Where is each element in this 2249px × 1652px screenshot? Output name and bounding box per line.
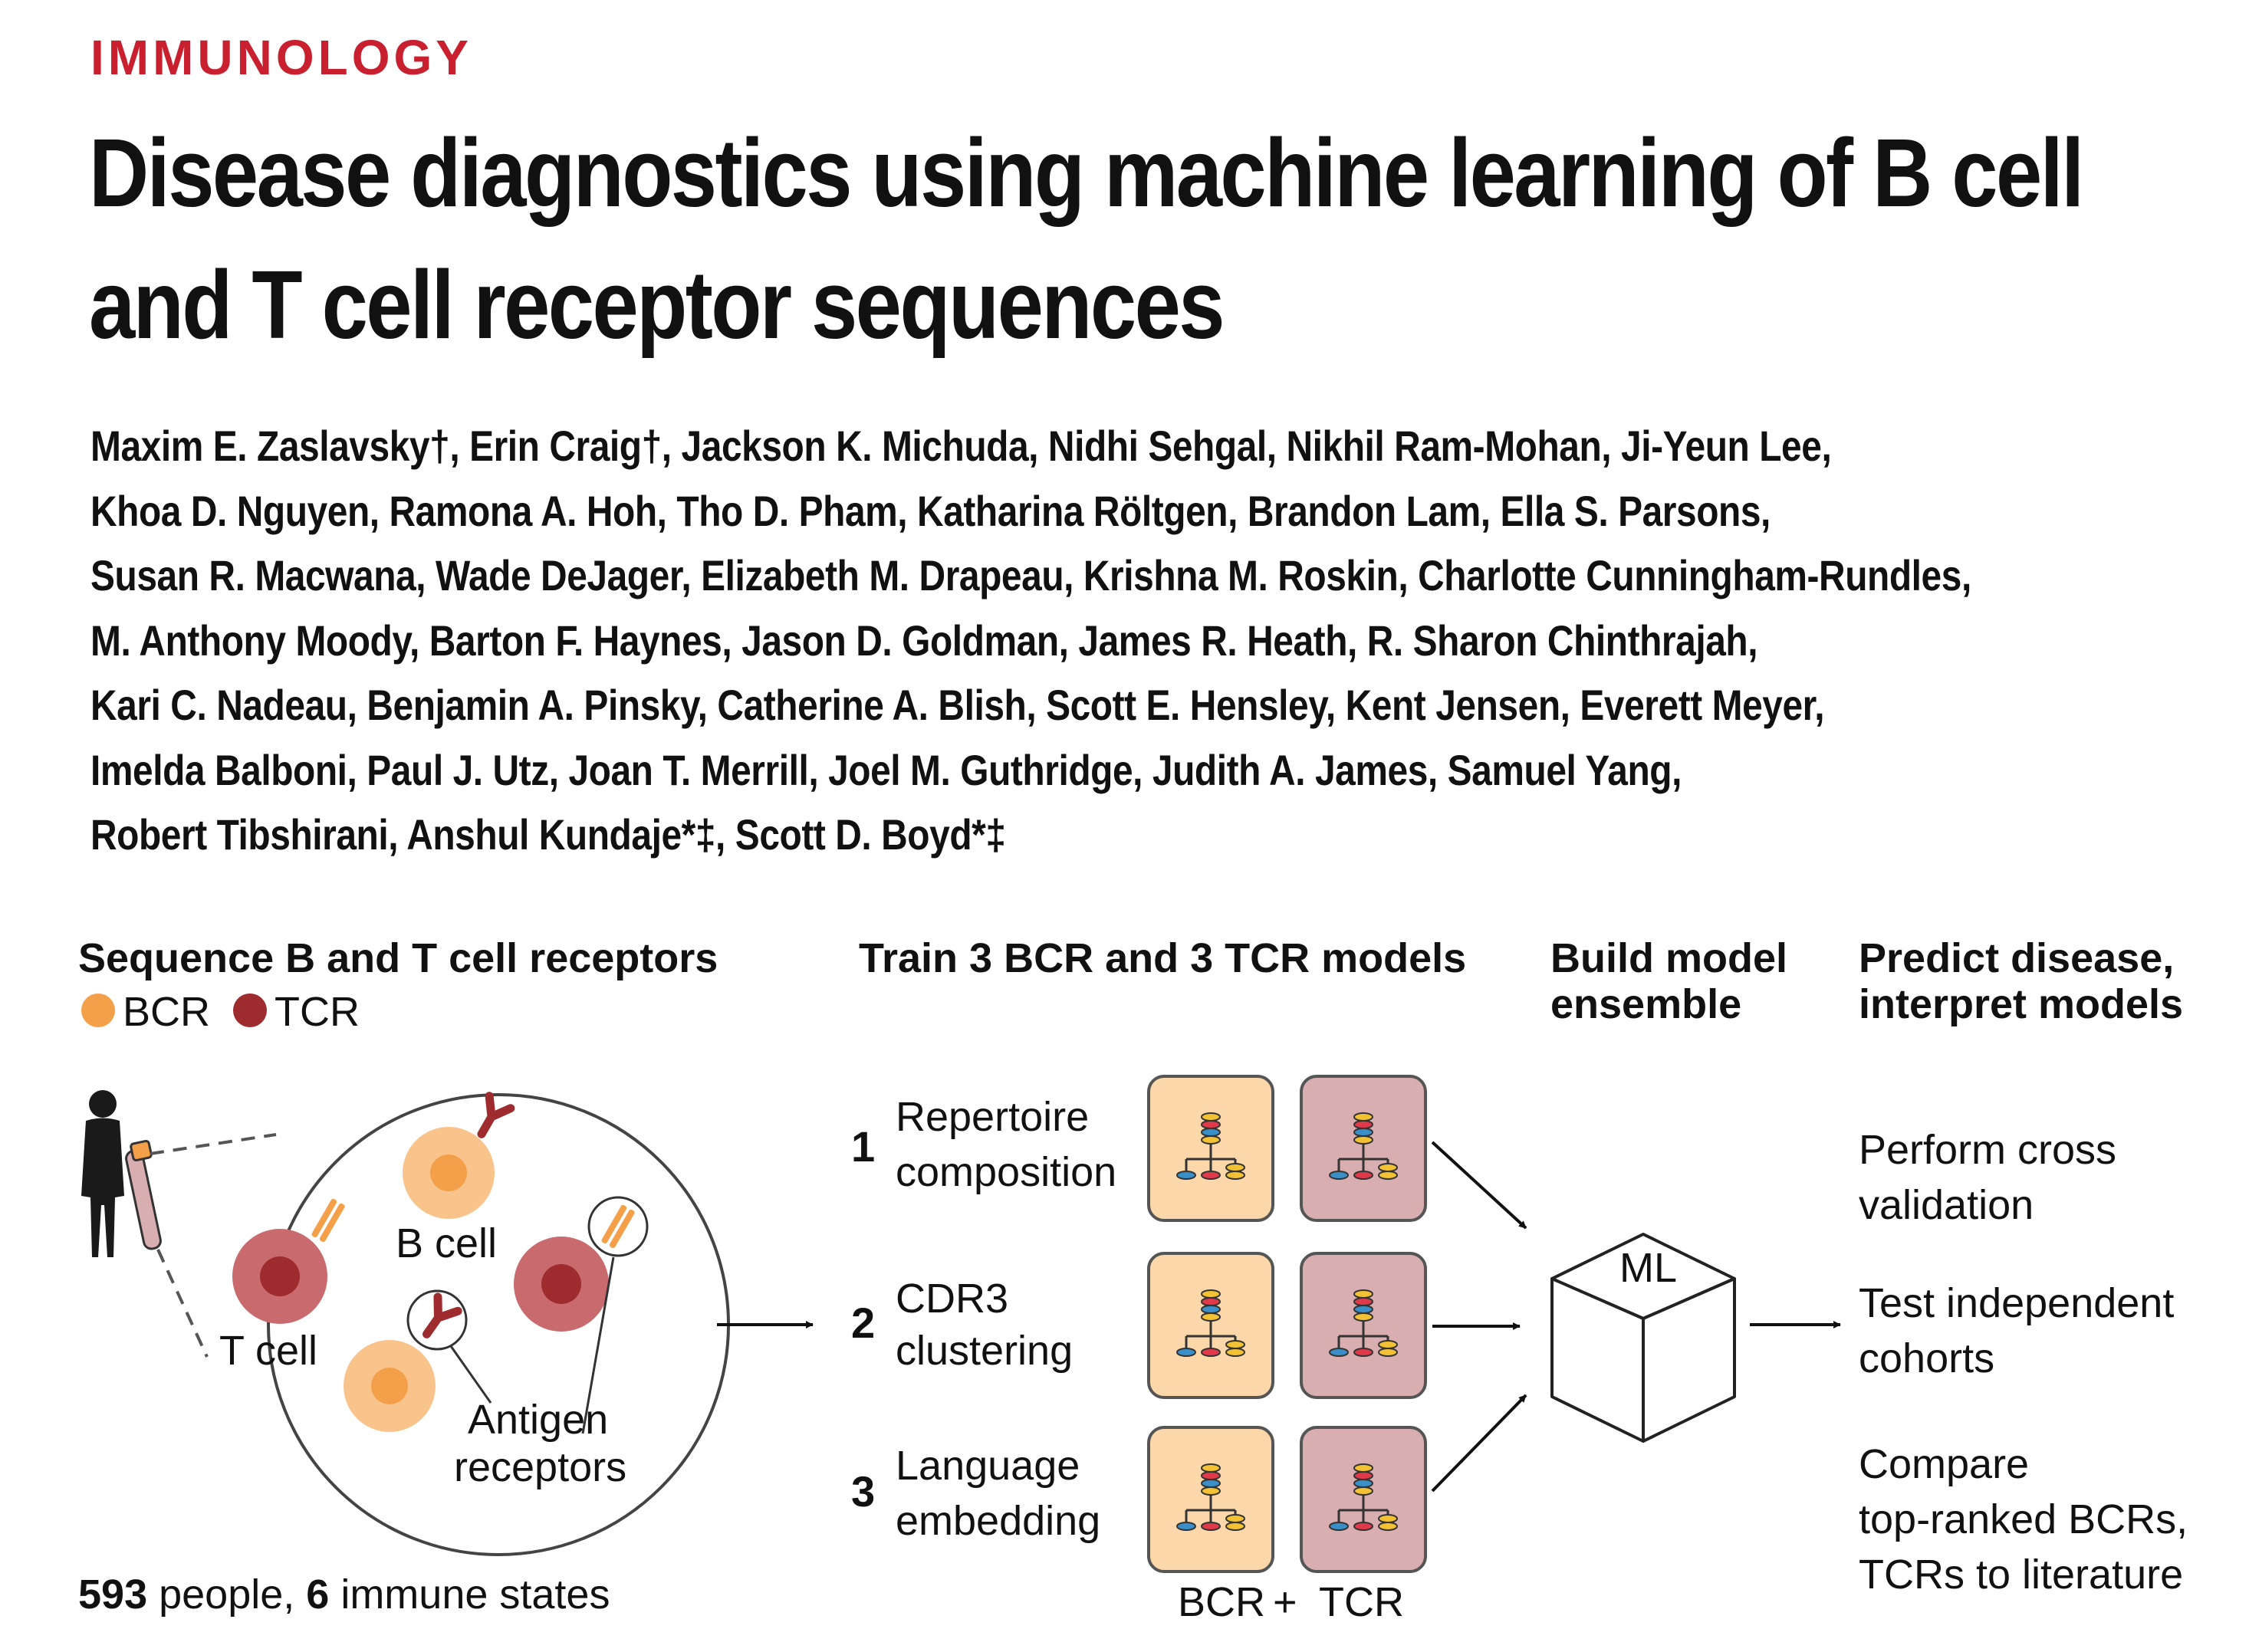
author-line: Susan R. Macwana, Wade DeJager, Elizabet… [90, 551, 1971, 599]
model-name: Repertoire [896, 1094, 1089, 1140]
t-cell-icon [514, 1196, 649, 1332]
ml-label: ML [1619, 1245, 1677, 1291]
outcome-item: TCRs to literature [1859, 1552, 2183, 1598]
antigen-label: Antigen [468, 1397, 608, 1443]
article-title: Disease diagnostics using machine learni… [89, 107, 2199, 371]
step4-heading: Predict disease, [1859, 935, 2174, 981]
b-cell-icon [344, 1289, 468, 1432]
receptors-label: receptors [454, 1444, 626, 1490]
bcr-model-box [1147, 1426, 1274, 1573]
plus-sign: + [1273, 1579, 1297, 1625]
step2-heading: Train 3 BCR and 3 TCR models [859, 935, 1466, 981]
bcr-footer-label: BCR [1178, 1579, 1265, 1625]
flow-arrow [1431, 1141, 1527, 1230]
author-line: Maxim E. Zaslavsky†, Erin Craig†, Jackso… [90, 422, 1832, 470]
tcr-model-box [1300, 1075, 1427, 1222]
t-cell-icon [232, 1197, 346, 1324]
author-line: Robert Tibshirani, Anshul Kundaje*‡, Sco… [90, 810, 1006, 859]
outcome-item: Compare [1859, 1441, 2029, 1487]
author-list: Maxim E. Zaslavsky†, Erin Craig†, Jackso… [90, 414, 2249, 868]
model-name: composition [896, 1149, 1116, 1195]
step4-heading: interpret models [1859, 981, 2183, 1027]
step1-heading: Sequence B and T cell receptors [78, 935, 718, 981]
bcr-model-box [1147, 1075, 1274, 1222]
author-line: Khoa D. Nguyen, Ramona A. Hoh, Tho D. Ph… [90, 486, 1771, 535]
tcr-footer-label: TCR [1319, 1579, 1404, 1625]
model-name: Language [896, 1443, 1080, 1489]
author-line: Imelda Balboni, Paul J. Utz, Joan T. Mer… [90, 745, 1682, 794]
model-name: clustering [896, 1328, 1073, 1374]
blood-tube-icon [125, 1139, 162, 1250]
zoom-line [156, 1249, 209, 1358]
bcr-legend-dot [81, 993, 115, 1027]
step3-heading: Build model [1550, 935, 1787, 981]
tcr-model-box [1300, 1252, 1427, 1399]
outcome-item: Perform cross [1859, 1127, 2116, 1173]
model-name: CDR3 [896, 1276, 1008, 1322]
callout-line [449, 1345, 492, 1404]
section-label: IMMUNOLOGY [90, 30, 472, 85]
outcome-item: cohorts [1859, 1335, 1994, 1381]
callout-line [581, 1256, 615, 1434]
bcr-model-box [1147, 1252, 1274, 1399]
model-number: 2 [851, 1299, 875, 1347]
flow-arrow [1431, 1394, 1527, 1493]
tcr-model-box [1300, 1426, 1427, 1573]
tcr-legend-dot [233, 993, 267, 1027]
b-cell-label: B cell [396, 1220, 497, 1266]
tcr-legend-label: TCR [275, 989, 360, 1035]
outcome-item: Test independent [1859, 1280, 2174, 1326]
model-number: 3 [851, 1467, 875, 1516]
human-silhouette-icon [81, 1090, 124, 1257]
author-line: Kari C. Nadeau, Benjamin A. Pinsky, Cath… [90, 681, 1825, 729]
title-line-2: and T cell receptor sequences [89, 251, 1225, 359]
b-cell-icon [403, 1092, 515, 1219]
outcome-item: validation [1859, 1182, 2034, 1228]
title-line-1: Disease diagnostics using machine learni… [89, 119, 2084, 227]
zoom-line [150, 1133, 277, 1155]
bcr-legend-label: BCR [123, 989, 210, 1035]
outcome-item: top-ranked BCRs, [1859, 1496, 2188, 1542]
author-line: M. Anthony Moody, Barton F. Haynes, Jaso… [90, 616, 1758, 665]
ml-cube-icon [1550, 1233, 1736, 1443]
model-number: 1 [851, 1122, 875, 1171]
cohort-summary: 593 people, 6 immune states [78, 1572, 610, 1618]
step3-heading: ensemble [1550, 981, 1741, 1027]
model-name: embedding [896, 1498, 1100, 1544]
t-cell-label: T cell [219, 1328, 317, 1374]
